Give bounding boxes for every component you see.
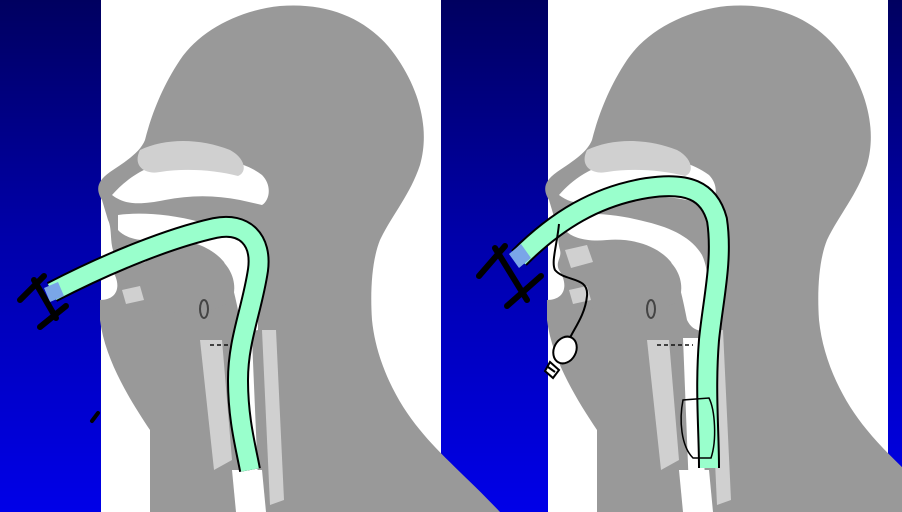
right-panel-diagram <box>479 5 902 512</box>
head-silhouette-left <box>98 5 500 512</box>
left-panel-diagram <box>20 5 500 512</box>
stray-mark <box>92 413 98 421</box>
